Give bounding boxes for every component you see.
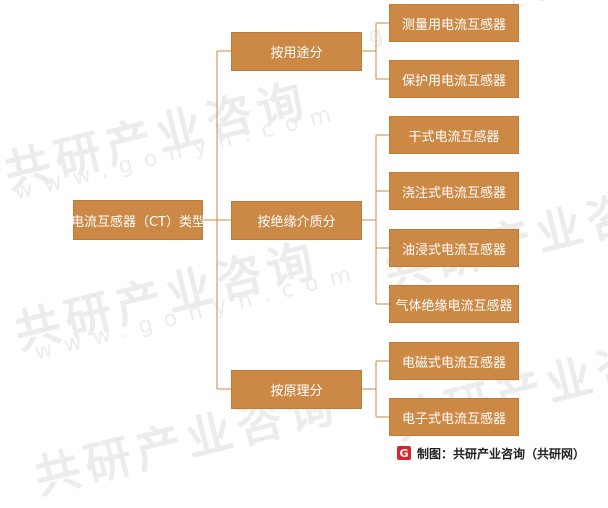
leaf-node: 电磁式电流互感器 — [389, 342, 519, 380]
root-node: 电流互感器（CT）类型 — [71, 200, 205, 240]
leaf-node: 电子式电流互感器 — [389, 398, 519, 436]
group-node-principle: 按原理分 — [231, 370, 362, 409]
caption-text: 制图：共研产业咨询（共研网） — [417, 446, 586, 461]
group-node-insulation: 按绝缘介质分 — [231, 201, 362, 240]
source-caption: G 制图：共研产业咨询（共研网） — [397, 443, 585, 463]
leaf-node: 保护用电流互感器 — [389, 60, 519, 98]
gonyn-logo-icon: G — [397, 446, 411, 460]
leaf-node: 浇注式电流互感器 — [389, 172, 519, 210]
leaf-node: 气体绝缘电流互感器 — [389, 285, 519, 323]
connector-lines — [203, 22, 389, 418]
leaf-node: 测量用电流互感器 — [389, 4, 519, 42]
leaf-node: 油浸式电流互感器 — [389, 229, 519, 267]
leaf-node: 干式电流互感器 — [389, 116, 519, 154]
group-node-usage: 按用途分 — [231, 32, 362, 71]
